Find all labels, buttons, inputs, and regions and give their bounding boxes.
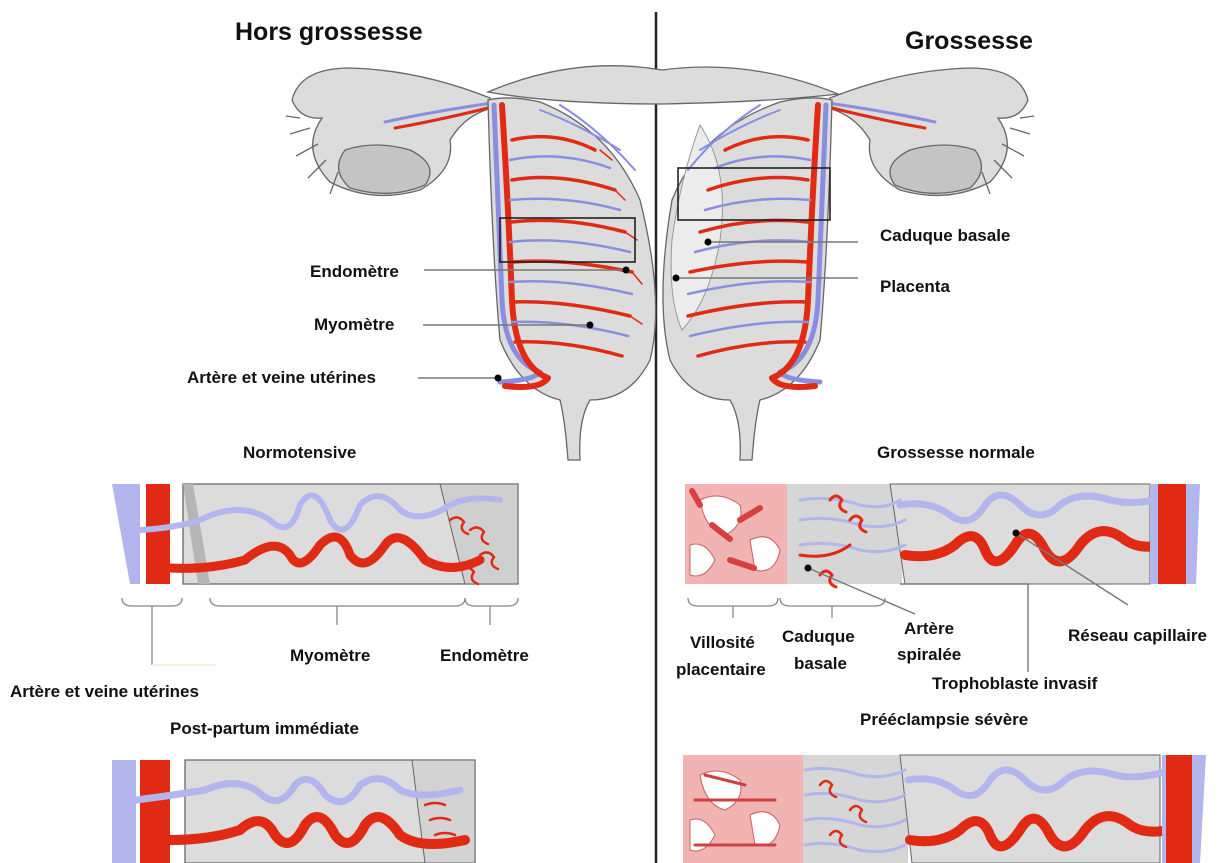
trophoblaste-label: Trophoblaste invasif <box>932 674 1098 693</box>
label-caduque-basale: Caduque basale <box>880 226 1010 245</box>
left-adnexa <box>286 68 492 195</box>
uterine-fundus <box>488 66 838 104</box>
artere-line2: spiralée <box>897 645 961 664</box>
brace-label-endometre: Endomètre <box>440 646 529 665</box>
label-endometre: Endomètre <box>310 262 399 281</box>
preeclampsie-strip <box>683 755 1206 863</box>
right-adnexa <box>828 68 1034 195</box>
artere-line1: Artère <box>904 619 954 638</box>
preeclampsie-title: Prééclampsie sévère <box>860 710 1028 729</box>
caduque-line1: Caduque <box>782 627 855 646</box>
normotensive-strip <box>112 484 518 584</box>
label-myometre: Myomètre <box>314 315 394 334</box>
label-artere-veine: Artère et veine utérines <box>187 368 376 387</box>
left-panel-title: Hors grossesse <box>235 18 423 46</box>
brace-label-myometre: Myomètre <box>290 646 370 665</box>
grossesse-normale-strip <box>685 484 1200 587</box>
label-placenta: Placenta <box>880 277 950 296</box>
villosite-line1: Villosité <box>690 633 755 652</box>
caduque-line2: basale <box>794 654 847 673</box>
postpartum-strip <box>112 760 475 863</box>
brace-label-artere-veine: Artère et veine utérines <box>10 682 199 701</box>
villosite-line2: placentaire <box>676 660 766 679</box>
postpartum-title: Post-partum immédiate <box>170 719 359 738</box>
reseau-capillaire-label: Réseau capillaire <box>1068 626 1207 645</box>
right-panel-title: Grossesse <box>905 27 1033 55</box>
normotensive-title: Normotensive <box>243 443 356 462</box>
grossesse-normale-title: Grossesse normale <box>877 443 1035 462</box>
